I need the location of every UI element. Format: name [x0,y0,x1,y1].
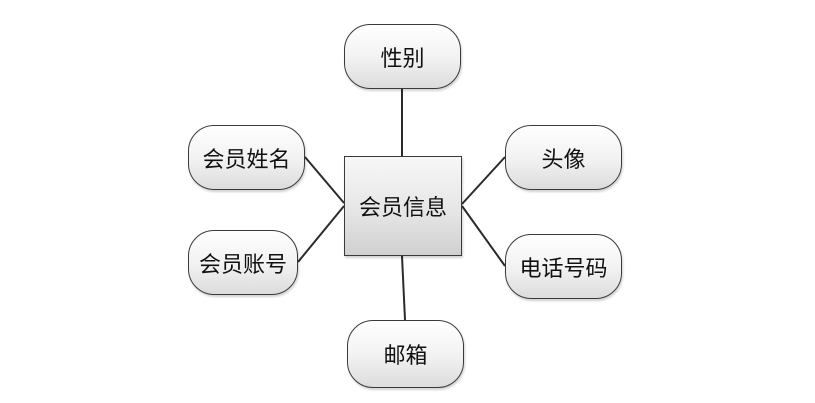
attribute-gender-label: 性别 [380,46,425,72]
line-to-member-name [304,156,345,204]
line-to-member-account [297,205,345,263]
attribute-member-name: 会员姓名 [188,125,305,190]
attribute-email: 邮箱 [347,320,464,388]
line-to-email [401,255,406,321]
attribute-phone: 电话号码 [505,234,622,299]
attribute-avatar-label: 头像 [541,147,586,173]
attribute-gender: 性别 [344,24,461,89]
attribute-avatar: 头像 [505,125,622,190]
attribute-phone-label: 电话号码 [519,256,608,282]
line-to-avatar [461,156,506,205]
attribute-member-account: 会员账号 [188,230,298,295]
line-to-phone [461,205,506,267]
attribute-email-label: 邮箱 [383,344,428,369]
entity-member-info: 会员信息 [344,156,462,256]
entity-label: 会员信息 [358,196,447,221]
attribute-member-name-label: 会员姓名 [202,147,291,173]
attribute-member-account-label: 会员账号 [198,252,287,278]
